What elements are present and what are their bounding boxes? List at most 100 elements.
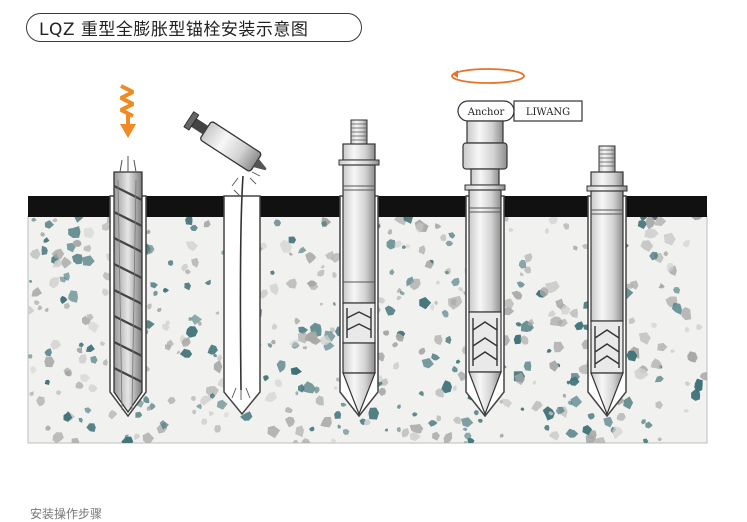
aggregate-stone: [34, 300, 40, 306]
aggregate-stone: [573, 245, 578, 251]
aggregate-stone: [440, 234, 447, 241]
aggregate-stone: [421, 358, 434, 369]
aggregate-stone: [28, 354, 33, 359]
aggregate-stone: [594, 437, 606, 443]
drill-bit: [113, 156, 143, 414]
aggregate-stone: [539, 286, 549, 298]
aggregate-stone: [121, 436, 134, 443]
aggregate-stone: [71, 437, 80, 443]
aggregate-stone: [654, 216, 667, 226]
aggregate-stone: [655, 400, 663, 410]
aggregate-stone: [102, 358, 108, 367]
aggregate-stone: [699, 372, 707, 381]
aggregate-stone: [623, 396, 634, 410]
aggregate-stone: [191, 257, 199, 268]
brand-label-tag: LIWANG: [513, 100, 583, 122]
aggregate-stone: [289, 339, 300, 348]
aggregate-stone: [146, 229, 151, 235]
aggregate-stone: [263, 375, 269, 382]
aggregate-stone: [451, 365, 458, 373]
aggregate-stone: [28, 306, 35, 315]
aggregate-stone: [43, 237, 50, 243]
aggregate-stone: [448, 232, 456, 239]
aggregate-stone: [36, 396, 45, 407]
aggregate-stone: [72, 253, 83, 265]
aggregate-stone: [40, 232, 46, 237]
aggregate-stone: [435, 280, 440, 285]
anchor-label: Anchor: [467, 107, 505, 118]
aggregate-stone: [557, 318, 568, 327]
aggregate-stone: [332, 271, 337, 278]
aggregate-stone: [567, 400, 572, 405]
aggregate-stone: [637, 219, 648, 229]
aggregate-stone: [181, 337, 191, 347]
aggregate-stone: [297, 332, 310, 344]
aggregate-stone: [549, 360, 559, 372]
aggregate-stone: [396, 426, 401, 433]
aggregate-stone: [201, 418, 208, 426]
aggregate-stone: [520, 407, 525, 411]
aggregate-stone: [415, 223, 424, 233]
aggregate-stone: [302, 346, 308, 350]
aggregate-stone: [532, 380, 537, 385]
aggregate-stone: [520, 272, 524, 276]
aggregate-stone: [164, 344, 172, 351]
aggregate-stone: [290, 367, 302, 375]
aggregate-stone: [395, 333, 404, 342]
aggregate-stone: [213, 359, 223, 374]
aggregate-stone: [288, 252, 293, 256]
aggregate-stone: [694, 378, 703, 393]
aggregate-stone: [343, 429, 350, 436]
aggregate-stone: [458, 286, 463, 292]
aggregate-stone: [264, 391, 278, 402]
aggregate-stone: [527, 318, 535, 327]
aggregate-stone: [181, 263, 189, 272]
aggregate-stone: [405, 244, 411, 249]
aggregate-stone: [108, 410, 118, 420]
aggregate-stone: [188, 317, 193, 321]
aggregate-stone: [435, 388, 444, 398]
aggregate-stone: [31, 287, 43, 297]
aggregate-stone: [101, 288, 109, 296]
aggregate-stone: [396, 295, 402, 301]
aggregate-stone: [548, 216, 558, 225]
aggregate-stone: [64, 302, 71, 310]
aggregate-stone: [163, 287, 169, 293]
aggregate-stone: [50, 339, 61, 350]
torque-wrench: [462, 120, 508, 170]
aggregate-stone: [214, 425, 222, 433]
aggregate-stone: [650, 358, 662, 370]
aggregate-stone: [216, 399, 228, 410]
aggregate-stone: [259, 289, 269, 299]
aggregate-stone: [418, 347, 426, 355]
aggregate-stone: [431, 353, 441, 361]
aggregate-stone: [301, 438, 311, 443]
aggregate-stone: [461, 417, 474, 428]
aggregate-stone: [298, 246, 307, 254]
aggregate-stone: [568, 376, 580, 386]
aggregate-stone: [331, 438, 337, 443]
aggregate-stone: [240, 411, 253, 421]
aggregate-stone: [167, 260, 174, 266]
aggregate-stone: [387, 229, 392, 235]
aggregate-stone: [61, 256, 72, 269]
aggregate-stone: [317, 269, 325, 277]
aggregate-stone: [409, 424, 424, 434]
aggregate-stone: [224, 411, 229, 418]
aggregate-stone: [578, 363, 589, 375]
aggregate-stone: [156, 307, 162, 313]
aggregate-stone: [406, 276, 415, 287]
aggregate-stone: [190, 224, 198, 232]
aggregate-stone: [570, 395, 583, 408]
aggregate-stone: [82, 255, 95, 266]
aggregate-stone: [581, 244, 589, 249]
aggregate-stone: [663, 232, 676, 246]
aggregate-stone: [29, 391, 34, 397]
aggregate-stone: [192, 409, 197, 415]
aggregate-stone: [478, 418, 483, 423]
aggregate-stone: [434, 334, 443, 346]
aggregate-stone: [100, 341, 106, 346]
aggregate-stone: [450, 298, 457, 306]
aggregate-stone: [654, 375, 664, 383]
aggregate-stone: [75, 381, 84, 389]
